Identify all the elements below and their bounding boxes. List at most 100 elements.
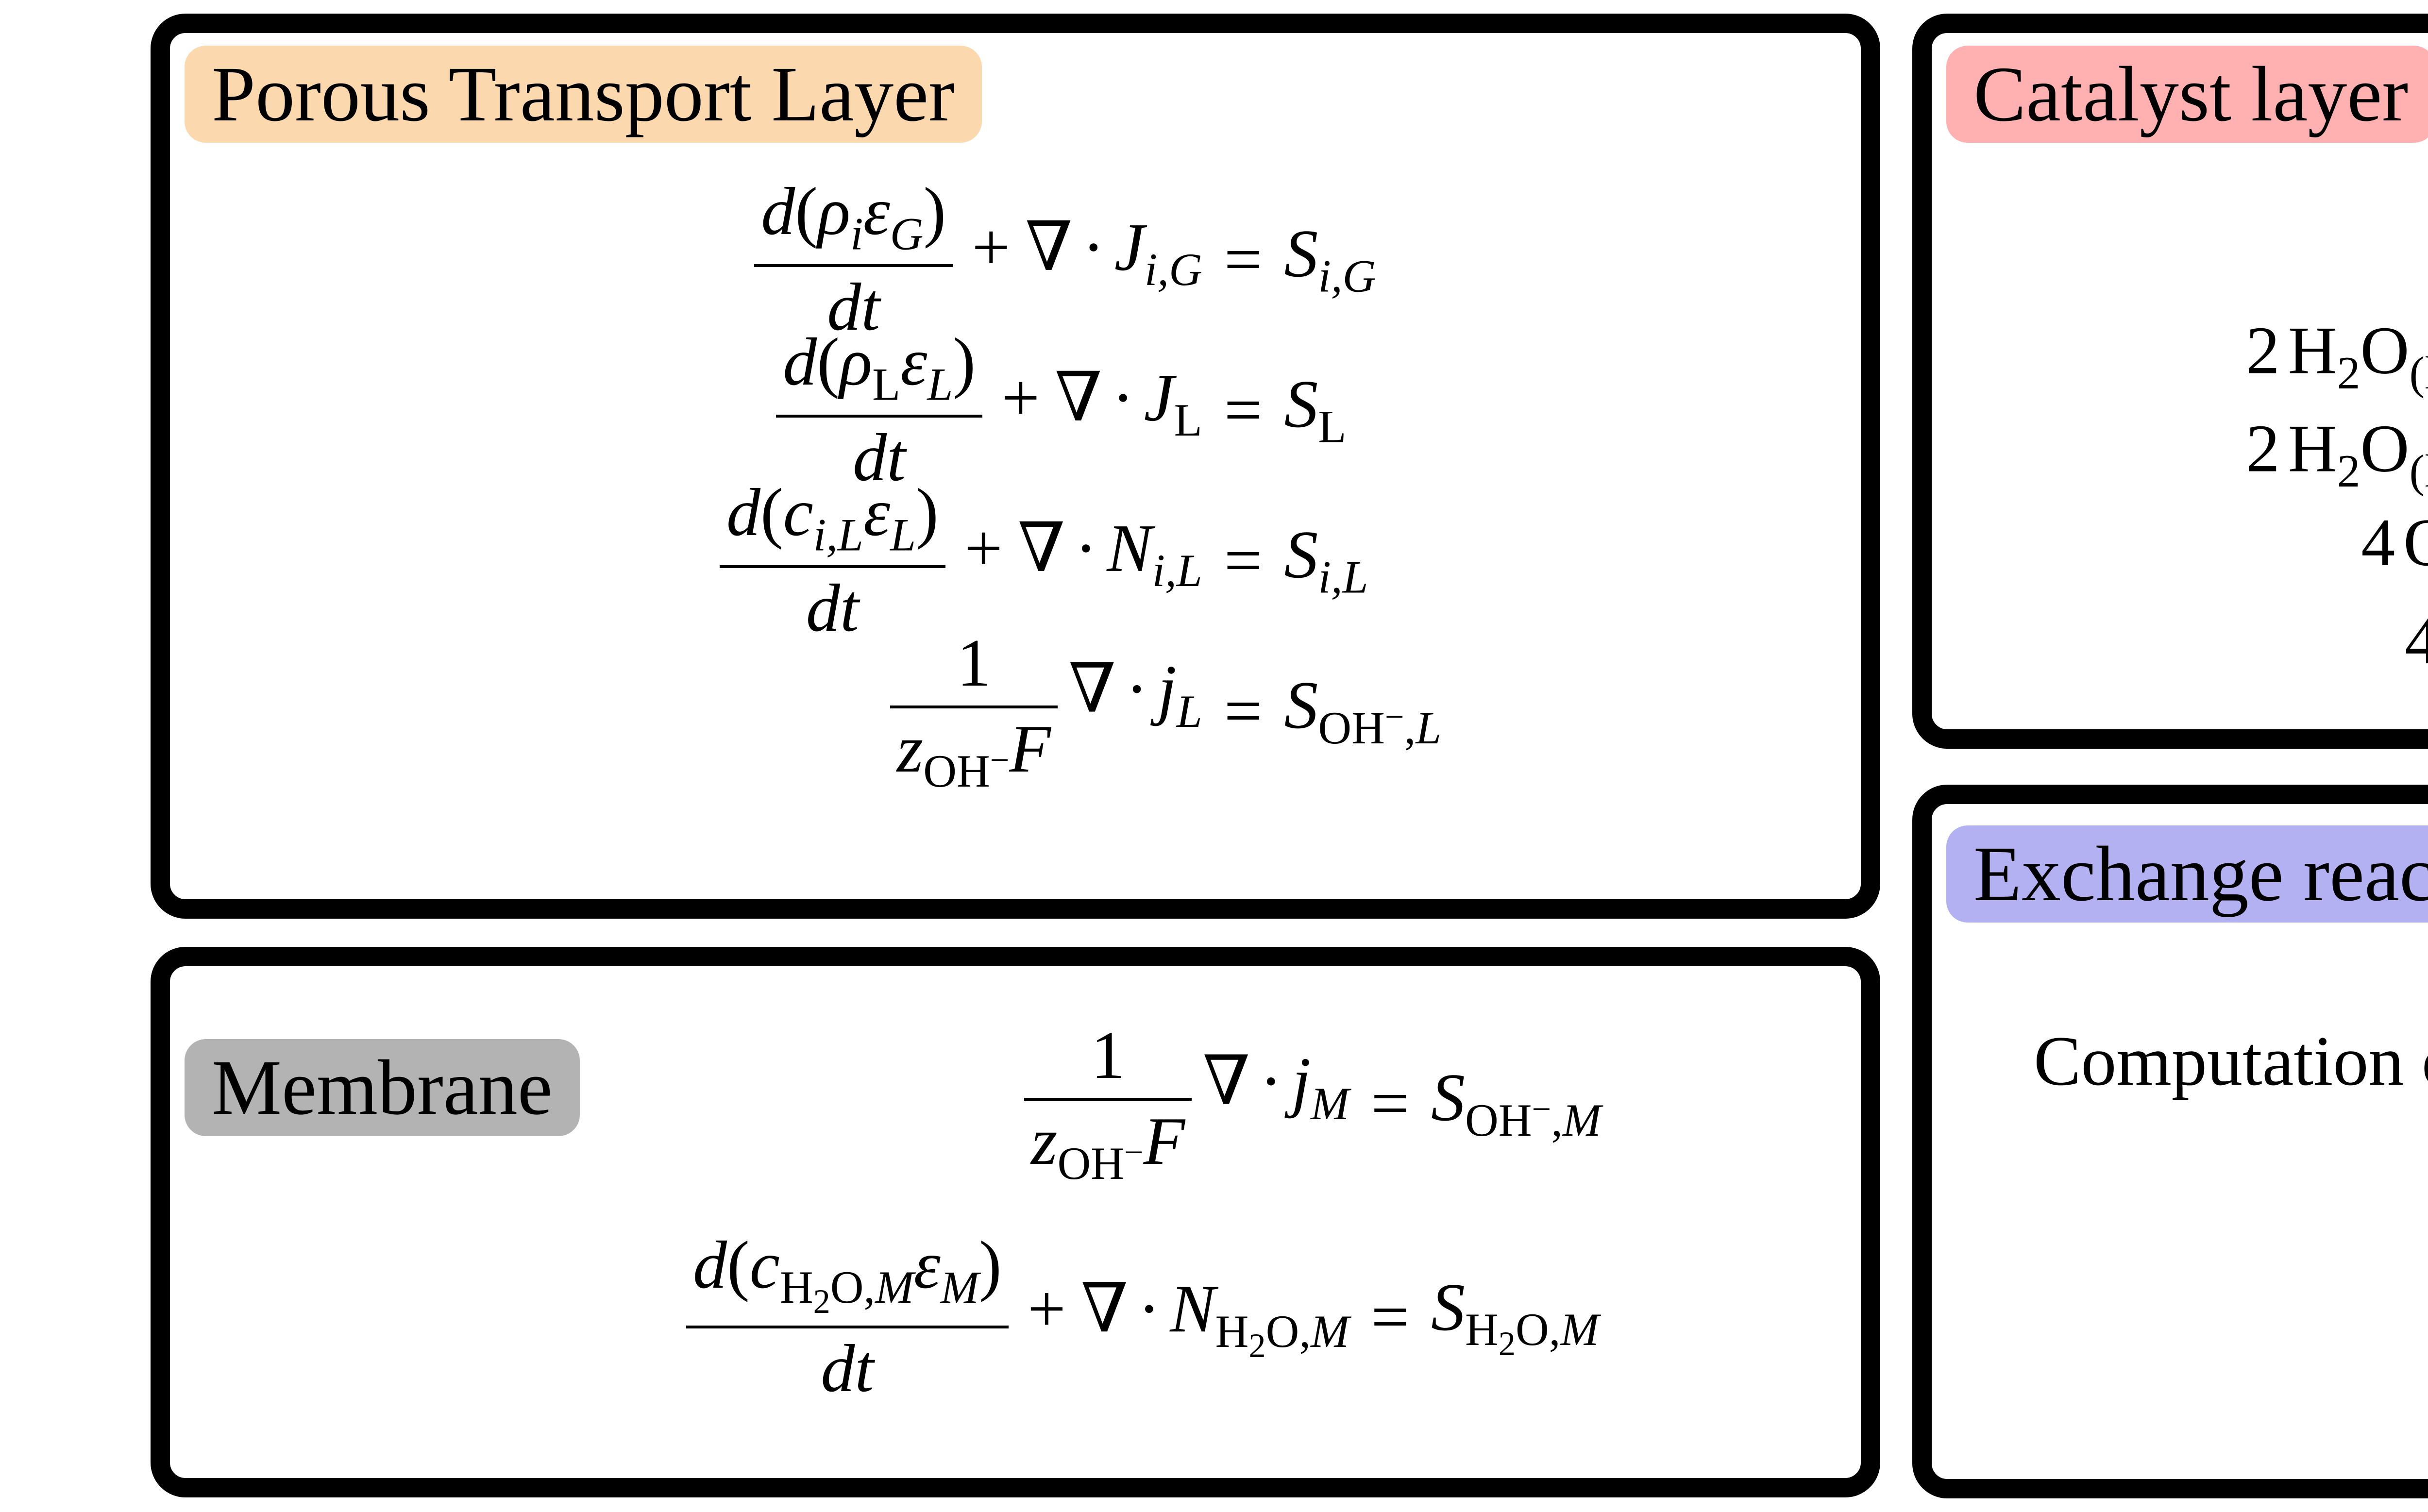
math-superscript: − <box>990 741 1010 779</box>
math-text: OH <box>923 745 990 797</box>
fraction: d(ci,LεL)dt <box>720 475 945 647</box>
math-text: 1 <box>1091 1018 1125 1093</box>
fraction-numerator: 1 <box>1024 1018 1192 1098</box>
math-var: S <box>1284 216 1318 292</box>
math-text: OH <box>2403 505 2428 581</box>
math-text: 2 <box>1248 1327 1266 1365</box>
math-var: c <box>749 1227 780 1303</box>
math-text: OH <box>1318 702 1385 754</box>
equation-lhs: d(ρiεG)dt+∇·Ji,G <box>716 174 1202 345</box>
math-var: S <box>1431 1060 1466 1136</box>
math-text: H <box>1465 1303 1499 1355</box>
math-subscript: L <box>927 359 953 410</box>
relation-symbol: = <box>1202 486 1284 636</box>
math-superscript: − <box>1385 698 1404 736</box>
math-subscript: i,G <box>1318 251 1376 302</box>
math-text: , <box>1404 702 1416 754</box>
math-var: S <box>1284 517 1318 593</box>
fraction-numerator: d(ci,LεL) <box>720 475 945 565</box>
math-var: c <box>783 475 813 551</box>
math-subscript: 2 <box>2337 445 2361 497</box>
nabla-symbol: ∇ <box>1068 649 1116 728</box>
math-var: L <box>1416 702 1442 754</box>
math-var: S <box>1284 668 1318 743</box>
exchange-reactions-title-badge: Exchange reactions <box>1946 825 2428 923</box>
fraction-numerator: d(cH2O,MεM) <box>686 1227 1009 1326</box>
math-text: − <box>1124 1133 1144 1172</box>
math-subscript: i,L <box>1318 552 1368 603</box>
math-text: ( <box>760 475 783 551</box>
math-text: O, <box>1515 1303 1561 1355</box>
equation-lhs: 4OH−(inmr) <box>2246 501 2428 599</box>
fraction: d(ρLεL)dt <box>776 324 982 496</box>
exchange-reactions-box: Exchange reactions Computation of exchan… <box>1912 785 2428 1498</box>
math-var: d <box>693 1227 727 1303</box>
porous-transport-layer-box: Porous Transport Layer d(ρiεG)dt+∇·Ji,G=… <box>151 14 1880 919</box>
math-row: 4OH−(inmr) <box>2361 501 2428 599</box>
math-text: − <box>1532 1090 1551 1128</box>
math-subscript: i,L <box>813 509 863 561</box>
math-text: O, <box>1265 1305 1311 1357</box>
math-text: 4 <box>2361 505 2395 581</box>
math-subscript: H2O,M <box>780 1261 914 1321</box>
math-var: J <box>1114 209 1145 285</box>
math-var: M <box>1560 1303 1599 1355</box>
math-text: , <box>1551 1094 1563 1146</box>
relation-symbol: = <box>1349 1210 1431 1424</box>
math-text: 1 <box>957 625 991 701</box>
math-var: F <box>1143 1103 1185 1179</box>
math-subscript: G <box>890 208 924 260</box>
catalyst-reactions: 2H2O(l)+2e−↔2OH−(inmr)+H2(g)2H2O(l)+2e−↔… <box>1932 304 2428 697</box>
math-subscript: 2 <box>813 1283 830 1321</box>
fraction-denominator: dt <box>720 565 945 647</box>
math-var: M <box>940 1261 979 1313</box>
math-text: · <box>1260 1043 1282 1119</box>
fraction-denominator: dt <box>686 1325 1009 1407</box>
math-text: 2 <box>2337 347 2361 399</box>
math-text: · <box>1075 510 1097 586</box>
math-text: ( <box>817 324 840 400</box>
math-text: 4 <box>2405 603 2428 679</box>
math-var: j <box>1157 651 1177 727</box>
math-text: H <box>2288 411 2337 487</box>
exchange-subtitle: Computation of exchange rates <box>2034 1022 2428 1100</box>
nabla-symbol: ∇ <box>1202 1041 1250 1121</box>
math-text: O, <box>830 1261 876 1313</box>
equation-rhs: Si,G <box>1284 185 1441 335</box>
math-row: SOH−,M <box>1431 1064 1601 1143</box>
math-text: · <box>1125 651 1148 727</box>
math-subscript: H2O,M <box>1215 1305 1349 1363</box>
math-subscript: OH−,M <box>1465 1092 1601 1146</box>
math-text: ) <box>923 174 946 250</box>
math-subscript: OH− <box>1058 1134 1144 1190</box>
relation-symbol: = <box>1202 335 1284 486</box>
nabla-symbol: ∇ <box>1025 207 1073 286</box>
math-text: L <box>872 358 901 410</box>
math-text: · <box>1112 360 1134 436</box>
math-row: d(ρLεL)dt+∇·JL <box>772 324 1202 496</box>
math-text: O <box>2360 411 2410 487</box>
math-var: dt <box>806 571 859 646</box>
math-text: H <box>2288 313 2337 388</box>
math-subscript: i,L <box>1152 545 1202 596</box>
math-text: H <box>1215 1305 1249 1357</box>
math-row: SOH−,L <box>1284 672 1441 751</box>
math-var: J <box>1144 360 1174 436</box>
math-var: ρ <box>839 324 873 400</box>
math-text: · <box>1082 209 1105 285</box>
math-text: ) <box>953 324 976 400</box>
catalyst-layer-title-badge: Catalyst layer <box>1946 46 2428 143</box>
math-text: (l) <box>2409 445 2428 497</box>
math-var: F <box>1009 711 1051 787</box>
math-subscript: L <box>1318 401 1346 453</box>
